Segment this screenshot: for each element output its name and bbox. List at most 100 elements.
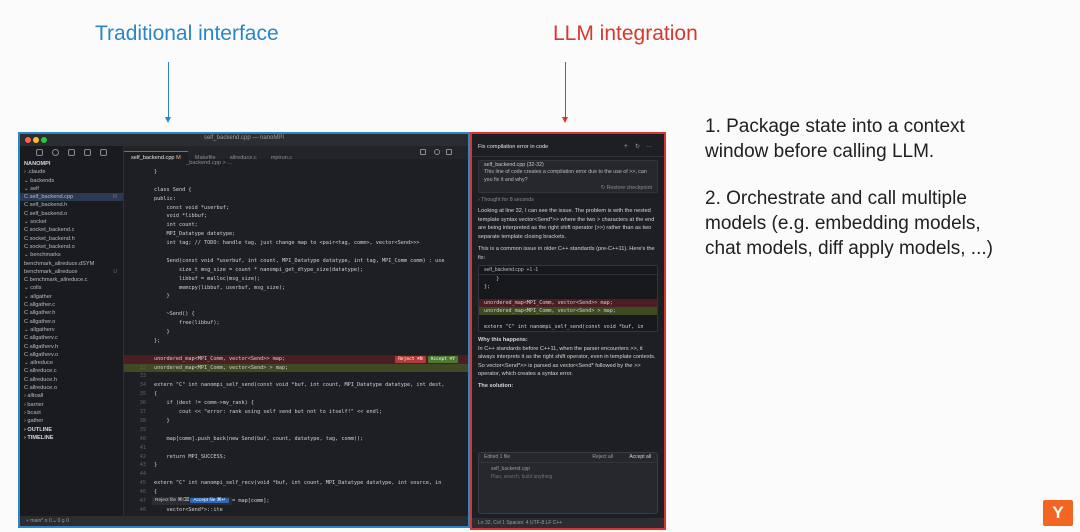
sidebar-item[interactable]: ⌄ allgatherv xyxy=(20,326,123,334)
code-line[interactable]: 46{ xyxy=(124,488,468,497)
source-control-icon[interactable] xyxy=(68,149,75,156)
sidebar-item[interactable]: › alltoall xyxy=(20,392,123,400)
attached-file-chip[interactable]: self_backend.cpp xyxy=(491,466,530,472)
sidebar-item[interactable]: › bcast xyxy=(20,409,123,417)
code-line[interactable]: libbuf = malloc(msg_size); xyxy=(124,275,468,284)
code-line[interactable]: unordered_map<MPI_Comm, vector<Send>> ma… xyxy=(124,354,468,364)
sidebar-item[interactable]: › TIMELINE xyxy=(20,434,123,442)
restore-checkpoint-button[interactable]: ↻ Restore checkpoint xyxy=(600,185,652,192)
sidebar-item[interactable]: › gather xyxy=(20,417,123,425)
code-line[interactable]: 38 } xyxy=(124,417,468,426)
chat-input-placeholder[interactable]: Plan, search, build anything xyxy=(491,474,553,480)
code-line[interactable]: 43} xyxy=(124,461,468,470)
sidebar-item[interactable]: ⌄ self xyxy=(20,185,123,193)
sidebar-item[interactable]: C socket_backend.o xyxy=(20,243,123,251)
code-line[interactable] xyxy=(124,177,468,186)
code-suggestion-file[interactable]: self_backend.cpp +1 -1 xyxy=(479,266,657,276)
sidebar-item[interactable]: C self_backend.h xyxy=(20,201,123,209)
code-line[interactable]: } xyxy=(124,292,468,301)
sidebar-item[interactable]: ⌄ backends xyxy=(20,177,123,185)
code-line[interactable]: size_t msg_size = count * nanompi_get_dt… xyxy=(124,266,468,275)
code-line[interactable]: 33 xyxy=(124,372,468,381)
sidebar-item[interactable]: C allreduce.c xyxy=(20,367,123,375)
tab-allreduce[interactable]: allreduce.c xyxy=(229,155,257,161)
tab-self-backend[interactable]: self_backend.cpp M xyxy=(124,151,188,164)
sidebar-item[interactable]: ⌄ allgather xyxy=(20,293,123,301)
sidebar-item[interactable]: C socket_backend.h xyxy=(20,235,123,243)
code-line[interactable]: 37 cout << "error: rank using self send … xyxy=(124,408,468,417)
search-icon[interactable] xyxy=(52,149,59,156)
edited-files-label[interactable]: Edited 1 file xyxy=(484,454,511,460)
sidebar-item[interactable]: ⌄ socket xyxy=(20,218,123,226)
code-area[interactable]: } class Send {public: const void *userbuf… xyxy=(124,168,468,526)
code-line[interactable]: 42 return MPI_SUCCESS; xyxy=(124,453,468,462)
thought-toggle[interactable]: › Thought for 8 seconds xyxy=(478,197,534,204)
code-line[interactable] xyxy=(124,301,468,310)
code-line[interactable]: public: xyxy=(124,195,468,204)
sidebar-item[interactable]: C allgather.c xyxy=(20,301,123,309)
code-line[interactable]: Send(const void *userbuf, int count, MPI… xyxy=(124,257,468,266)
code-line[interactable]: const void *userbuf; xyxy=(124,204,468,213)
reject-file-button[interactable]: Reject file ⌘⌫ xyxy=(155,498,189,503)
accept-change-button[interactable]: Accept ⌘Y xyxy=(427,355,458,363)
code-line[interactable]: 40 map[comm].push_back(new Send(buf, cou… xyxy=(124,435,468,444)
code-line[interactable]: 35{ xyxy=(124,390,468,399)
code-line[interactable]: ~Send() { xyxy=(124,310,468,319)
code-line[interactable]: memcpy(libbuf, userbuf, msg_size); xyxy=(124,284,468,293)
sidebar-item[interactable]: › OUTLINE xyxy=(20,426,123,434)
tab-makefile[interactable]: Makefile xyxy=(194,155,216,161)
sidebar-item[interactable]: C benchmark_allreduce.c xyxy=(20,276,123,284)
explorer-icon[interactable] xyxy=(36,149,43,156)
code-line[interactable]: }; xyxy=(124,337,468,346)
code-line[interactable]: MPI_Datatype datatype; xyxy=(124,230,468,239)
sidebar-item[interactable]: NANOMPI xyxy=(20,160,123,168)
code-line[interactable]: 48 vector<Send*>::ite xyxy=(124,506,468,515)
extensions-icon[interactable] xyxy=(84,149,91,156)
gear-icon[interactable] xyxy=(434,149,440,155)
sidebar-item[interactable]: › barrier xyxy=(20,401,123,409)
sidebar-item[interactable]: benchmark_allreduce.dSYM xyxy=(20,260,123,268)
file-reference[interactable]: self_backend.cpp (32-32) xyxy=(484,162,544,168)
code-line[interactable]: 44 xyxy=(124,470,468,479)
sidebar-item[interactable]: C allreduce.o xyxy=(20,384,123,392)
close-window-button[interactable] xyxy=(25,137,31,143)
sidebar-item[interactable]: › .claude xyxy=(20,168,123,176)
sidebar-item[interactable]: C allgatherv.c xyxy=(20,334,123,342)
code-line[interactable]: } xyxy=(124,168,468,177)
reject-change-button[interactable]: Reject ⌘N xyxy=(395,355,426,363)
code-line[interactable]: 36 if (dest != comm->my_rank) { xyxy=(124,399,468,408)
more-icon[interactable] xyxy=(100,149,107,156)
sidebar-item[interactable]: C socket_backend.c xyxy=(20,226,123,234)
code-line[interactable]: 39 xyxy=(124,426,468,435)
code-line[interactable]: int count; xyxy=(124,221,468,230)
new-chat-icon[interactable]: + xyxy=(623,143,628,150)
layout-icon[interactable] xyxy=(446,149,452,155)
sidebar-item[interactable]: C allgather.o xyxy=(20,318,123,326)
history-icon[interactable]: ↻ xyxy=(634,144,640,150)
code-line[interactable]: class Send { xyxy=(124,186,468,195)
sidebar-item[interactable]: C allgather.h xyxy=(20,309,123,317)
sidebar-item[interactable]: ⌄ colls xyxy=(20,284,123,292)
sidebar-item[interactable]: ⌄ allreduce xyxy=(20,359,123,367)
code-line[interactable]: void *libbuf; xyxy=(124,212,468,221)
sidebar-item[interactable]: C allgatherv.h xyxy=(20,343,123,351)
accept-all-button[interactable]: Accept all xyxy=(629,454,651,460)
zoom-window-button[interactable] xyxy=(41,137,47,143)
accept-file-button[interactable]: Accept file ⌘↵ xyxy=(190,498,229,503)
code-line[interactable]: 41 xyxy=(124,444,468,453)
split-editor-icon[interactable] xyxy=(420,149,426,155)
code-line[interactable]: } xyxy=(124,328,468,337)
more-options-icon[interactable]: … xyxy=(646,143,652,149)
sidebar-item[interactable]: C allgatherv.o xyxy=(20,351,123,359)
sidebar-item[interactable]: ⌄ benchmarks xyxy=(20,251,123,259)
code-line[interactable]: int tag; // TODO: handle tag, just chang… xyxy=(124,239,468,248)
chat-title[interactable]: Fix compilation error in code xyxy=(478,144,549,150)
minimize-window-button[interactable] xyxy=(33,137,39,143)
code-line[interactable] xyxy=(124,248,468,257)
code-line[interactable] xyxy=(124,346,468,355)
